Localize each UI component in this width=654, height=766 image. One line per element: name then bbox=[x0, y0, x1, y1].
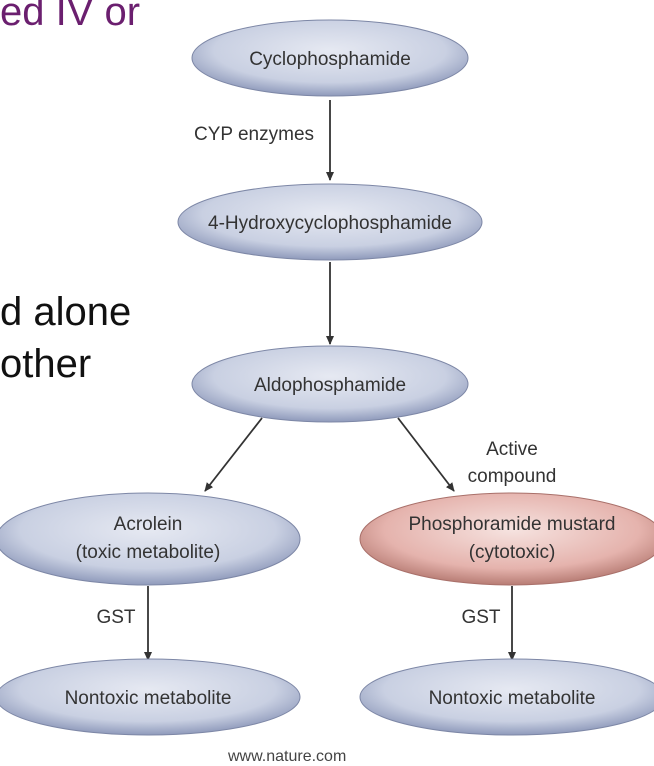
edge-label-gst-left: GST bbox=[96, 607, 135, 628]
slide-text-line-1: ed IV or bbox=[0, 0, 141, 34]
slide-text-line-3: other bbox=[0, 342, 92, 386]
node-label-line-1: Phosphoramide mustard bbox=[409, 514, 616, 535]
edge-label-active-1: Active bbox=[486, 439, 538, 460]
node-label: Aldophosphamide bbox=[254, 375, 406, 396]
node-4-hydroxycyclophosphamide: 4-Hydroxycyclophosphamide bbox=[177, 183, 483, 261]
slide-text-line-2: d alone bbox=[0, 290, 132, 334]
edge-label-active-2: compound bbox=[468, 466, 557, 487]
node-aldophosphamide: Aldophosphamide bbox=[191, 345, 469, 423]
node-label: Nontoxic metabolite bbox=[429, 688, 596, 709]
edge-aldo-to-mustard bbox=[397, 417, 455, 492]
node-phosphoramide-mustard: Phosphoramide mustard (cytotoxic) bbox=[359, 492, 654, 586]
edge-aldo-to-acrolein bbox=[204, 417, 263, 492]
node-nontoxic-metabolite-left: Nontoxic metabolite bbox=[0, 658, 301, 736]
node-label-line-2: (cytotoxic) bbox=[469, 542, 556, 563]
edge-label-cyp-enzymes: CYP enzymes bbox=[194, 124, 314, 145]
node-label-line-2: (toxic metabolite) bbox=[76, 542, 221, 563]
node-acrolein: Acrolein (toxic metabolite) bbox=[0, 492, 301, 586]
edge-label-gst-right: GST bbox=[461, 607, 500, 628]
node-label-line-1: Acrolein bbox=[114, 514, 183, 535]
source-credit: www.nature.com bbox=[228, 748, 347, 765]
node-label: Cyclophosphamide bbox=[249, 49, 411, 70]
node-cyclophosphamide: Cyclophosphamide bbox=[191, 19, 469, 97]
node-label: Nontoxic metabolite bbox=[65, 688, 232, 709]
node-label: 4-Hydroxycyclophosphamide bbox=[208, 213, 452, 234]
node-nontoxic-metabolite-right: Nontoxic metabolite bbox=[359, 658, 654, 736]
